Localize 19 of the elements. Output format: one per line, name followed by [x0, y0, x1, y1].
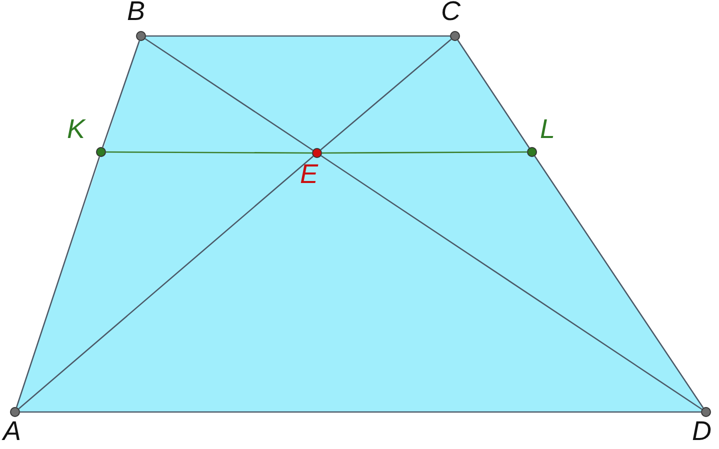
line-segment — [102, 40, 140, 148]
line-segment — [18, 156, 314, 410]
line-segment — [320, 155, 702, 410]
point-label: D — [692, 418, 712, 445]
line-segment — [106, 151, 312, 154]
line-segment — [146, 35, 450, 37]
point-label: K — [67, 116, 86, 143]
line-segment — [534, 156, 704, 408]
point-label: L — [540, 116, 556, 143]
line-segment — [20, 411, 701, 413]
line-segment — [16, 156, 100, 408]
line-segment — [322, 151, 527, 154]
point-label: C — [441, 0, 460, 25]
point-label: E — [300, 161, 318, 188]
line-segment — [457, 40, 530, 148]
line-segment — [320, 38, 452, 150]
point-label: A — [3, 418, 22, 445]
point-label: B — [127, 0, 146, 25]
line-segment — [144, 38, 314, 151]
